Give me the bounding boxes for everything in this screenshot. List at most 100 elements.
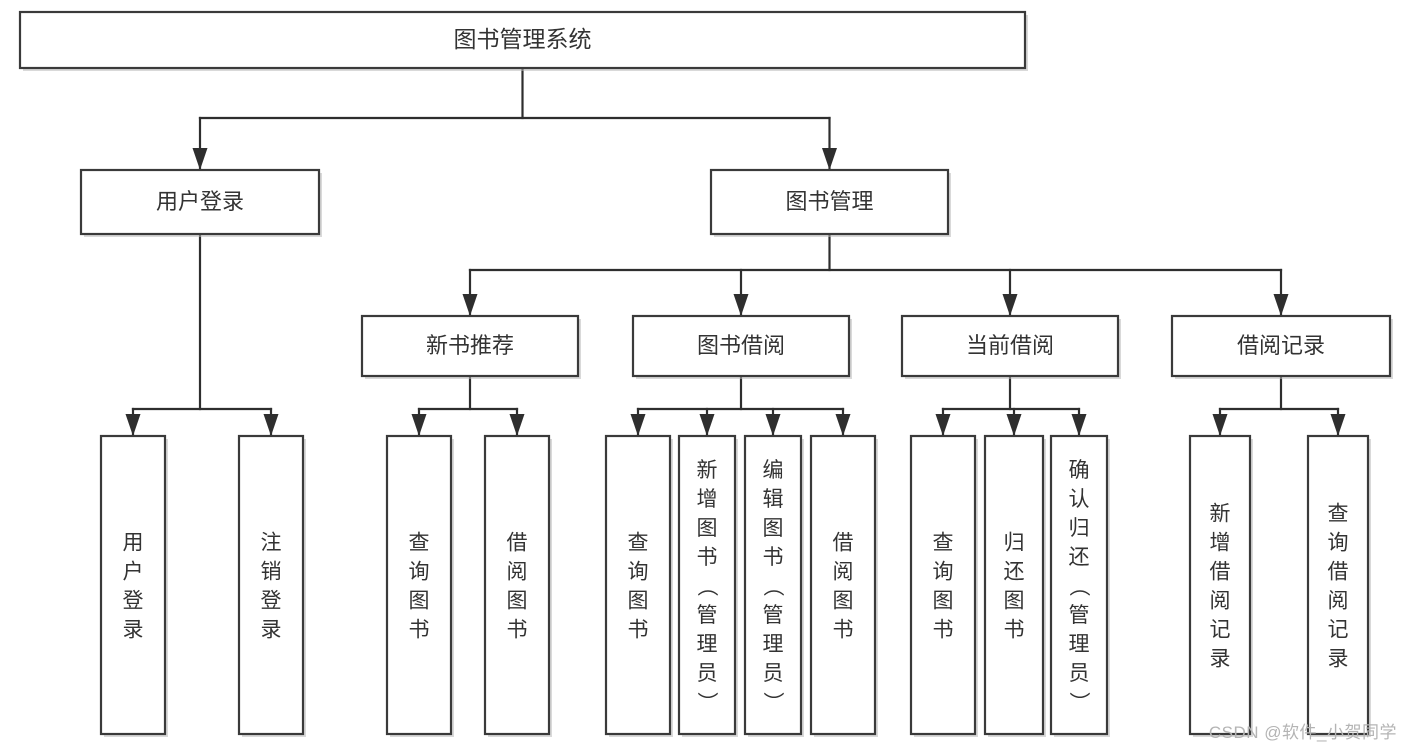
node-label-char: 辑 (763, 488, 784, 511)
node-label-char: 销 (261, 561, 282, 584)
node-label-char: 询 (409, 561, 430, 584)
node-label-char: 理 (763, 633, 784, 656)
node-label-char: 还 (1069, 546, 1090, 569)
arrow-head (1071, 414, 1087, 436)
node-rect (1188, 434, 1252, 736)
node-rect (900, 314, 1120, 378)
node-label-char: 图 (507, 590, 528, 613)
node-label-char: 增 (697, 488, 718, 511)
node-label-char: 查 (409, 532, 430, 555)
node-label: 用户登录 (156, 189, 244, 214)
node-label-char: 录 (1210, 648, 1231, 671)
node-book-borrow[interactable]: 图书借阅 (631, 314, 852, 379)
node-leaf-user-login[interactable]: 用户登录 (99, 434, 168, 737)
node-rect (18, 10, 1027, 70)
node-rect (983, 434, 1045, 736)
node-borrow-record[interactable]: 借阅记录 (1170, 314, 1393, 379)
arrow-head (835, 414, 851, 436)
node-label-char: 阅 (1210, 590, 1231, 613)
node-rect (483, 434, 551, 736)
node-label-char: 员 (1069, 662, 1090, 685)
arrow-head (263, 414, 279, 436)
node-label-char: 认 (1069, 488, 1090, 511)
node-rect (631, 314, 851, 378)
node-label-char: 书 (507, 619, 528, 642)
arrow-head (509, 414, 525, 436)
node-book-manage[interactable]: 图书管理 (709, 168, 951, 237)
arrow-head (1273, 294, 1289, 316)
connectors-layer (125, 66, 1346, 437)
node-label-char: 图 (933, 590, 954, 613)
node-label-char: 管 (1069, 604, 1090, 627)
node-label-char: 阅 (1328, 590, 1349, 613)
node-rect (385, 434, 453, 736)
node-label-char: 新 (697, 459, 718, 482)
node-label-char: 阅 (833, 561, 854, 584)
node-label-char: 书 (933, 619, 954, 642)
node-label: 图书管理系统 (454, 26, 592, 52)
arrow-head (192, 148, 208, 170)
node-label-char: 归 (1004, 532, 1025, 555)
node-label-char: 书 (833, 619, 854, 642)
node-label-char: 图 (628, 590, 649, 613)
node-user-login[interactable]: 用户登录 (79, 168, 322, 237)
node-label-char: （ (761, 576, 784, 597)
arrow-head (822, 148, 837, 170)
arrow-head (1006, 414, 1022, 436)
node-rect (709, 168, 950, 236)
arrow-head (1212, 414, 1228, 436)
node-label-char: 管 (697, 604, 718, 627)
arrow-head (462, 294, 478, 316)
node-label-char: 新 (1210, 503, 1231, 526)
node-label-char: 归 (1069, 517, 1090, 540)
node-rect (604, 434, 672, 736)
node-root[interactable]: 图书管理系统 (18, 10, 1028, 71)
node-label: 新书推荐 (426, 333, 514, 358)
arrow-head (1002, 294, 1018, 316)
arrow-head (411, 414, 427, 436)
node-new-book-recommend[interactable]: 新书推荐 (360, 314, 581, 379)
arrow-head (125, 414, 141, 436)
node-label-char: 注 (261, 532, 282, 555)
arrow-head (733, 294, 749, 316)
node-label-char: 图 (1004, 590, 1025, 613)
node-label: 当前借阅 (966, 333, 1054, 358)
node-rect (743, 434, 803, 736)
node-label-char: 书 (409, 619, 430, 642)
node-label-char: 编 (763, 459, 784, 482)
node-label-char: 还 (1004, 561, 1025, 584)
node-label-char: 借 (1210, 561, 1231, 584)
node-label-char: 查 (628, 532, 649, 555)
node-label-char: 增 (1210, 532, 1231, 555)
node-label-char: 询 (628, 561, 649, 584)
node-label-char: 记 (1210, 619, 1231, 642)
node-current-borrow[interactable]: 当前借阅 (900, 314, 1121, 379)
node-label-char: （ (1067, 576, 1090, 597)
node-label-char: 员 (697, 662, 718, 685)
node-label-char: 用 (123, 532, 144, 555)
node-label-char: 询 (1328, 532, 1349, 555)
node-label-char: 书 (1004, 619, 1025, 642)
node-label-char: 书 (628, 619, 649, 642)
node-rect (909, 434, 977, 736)
node-rect (1049, 434, 1109, 736)
arrow-head (699, 414, 715, 436)
node-label-char: 借 (833, 532, 854, 555)
arrow-head (935, 414, 951, 436)
node-rect (809, 434, 877, 736)
node-label-char: 查 (1328, 503, 1349, 526)
node-label-char: 员 (763, 662, 784, 685)
